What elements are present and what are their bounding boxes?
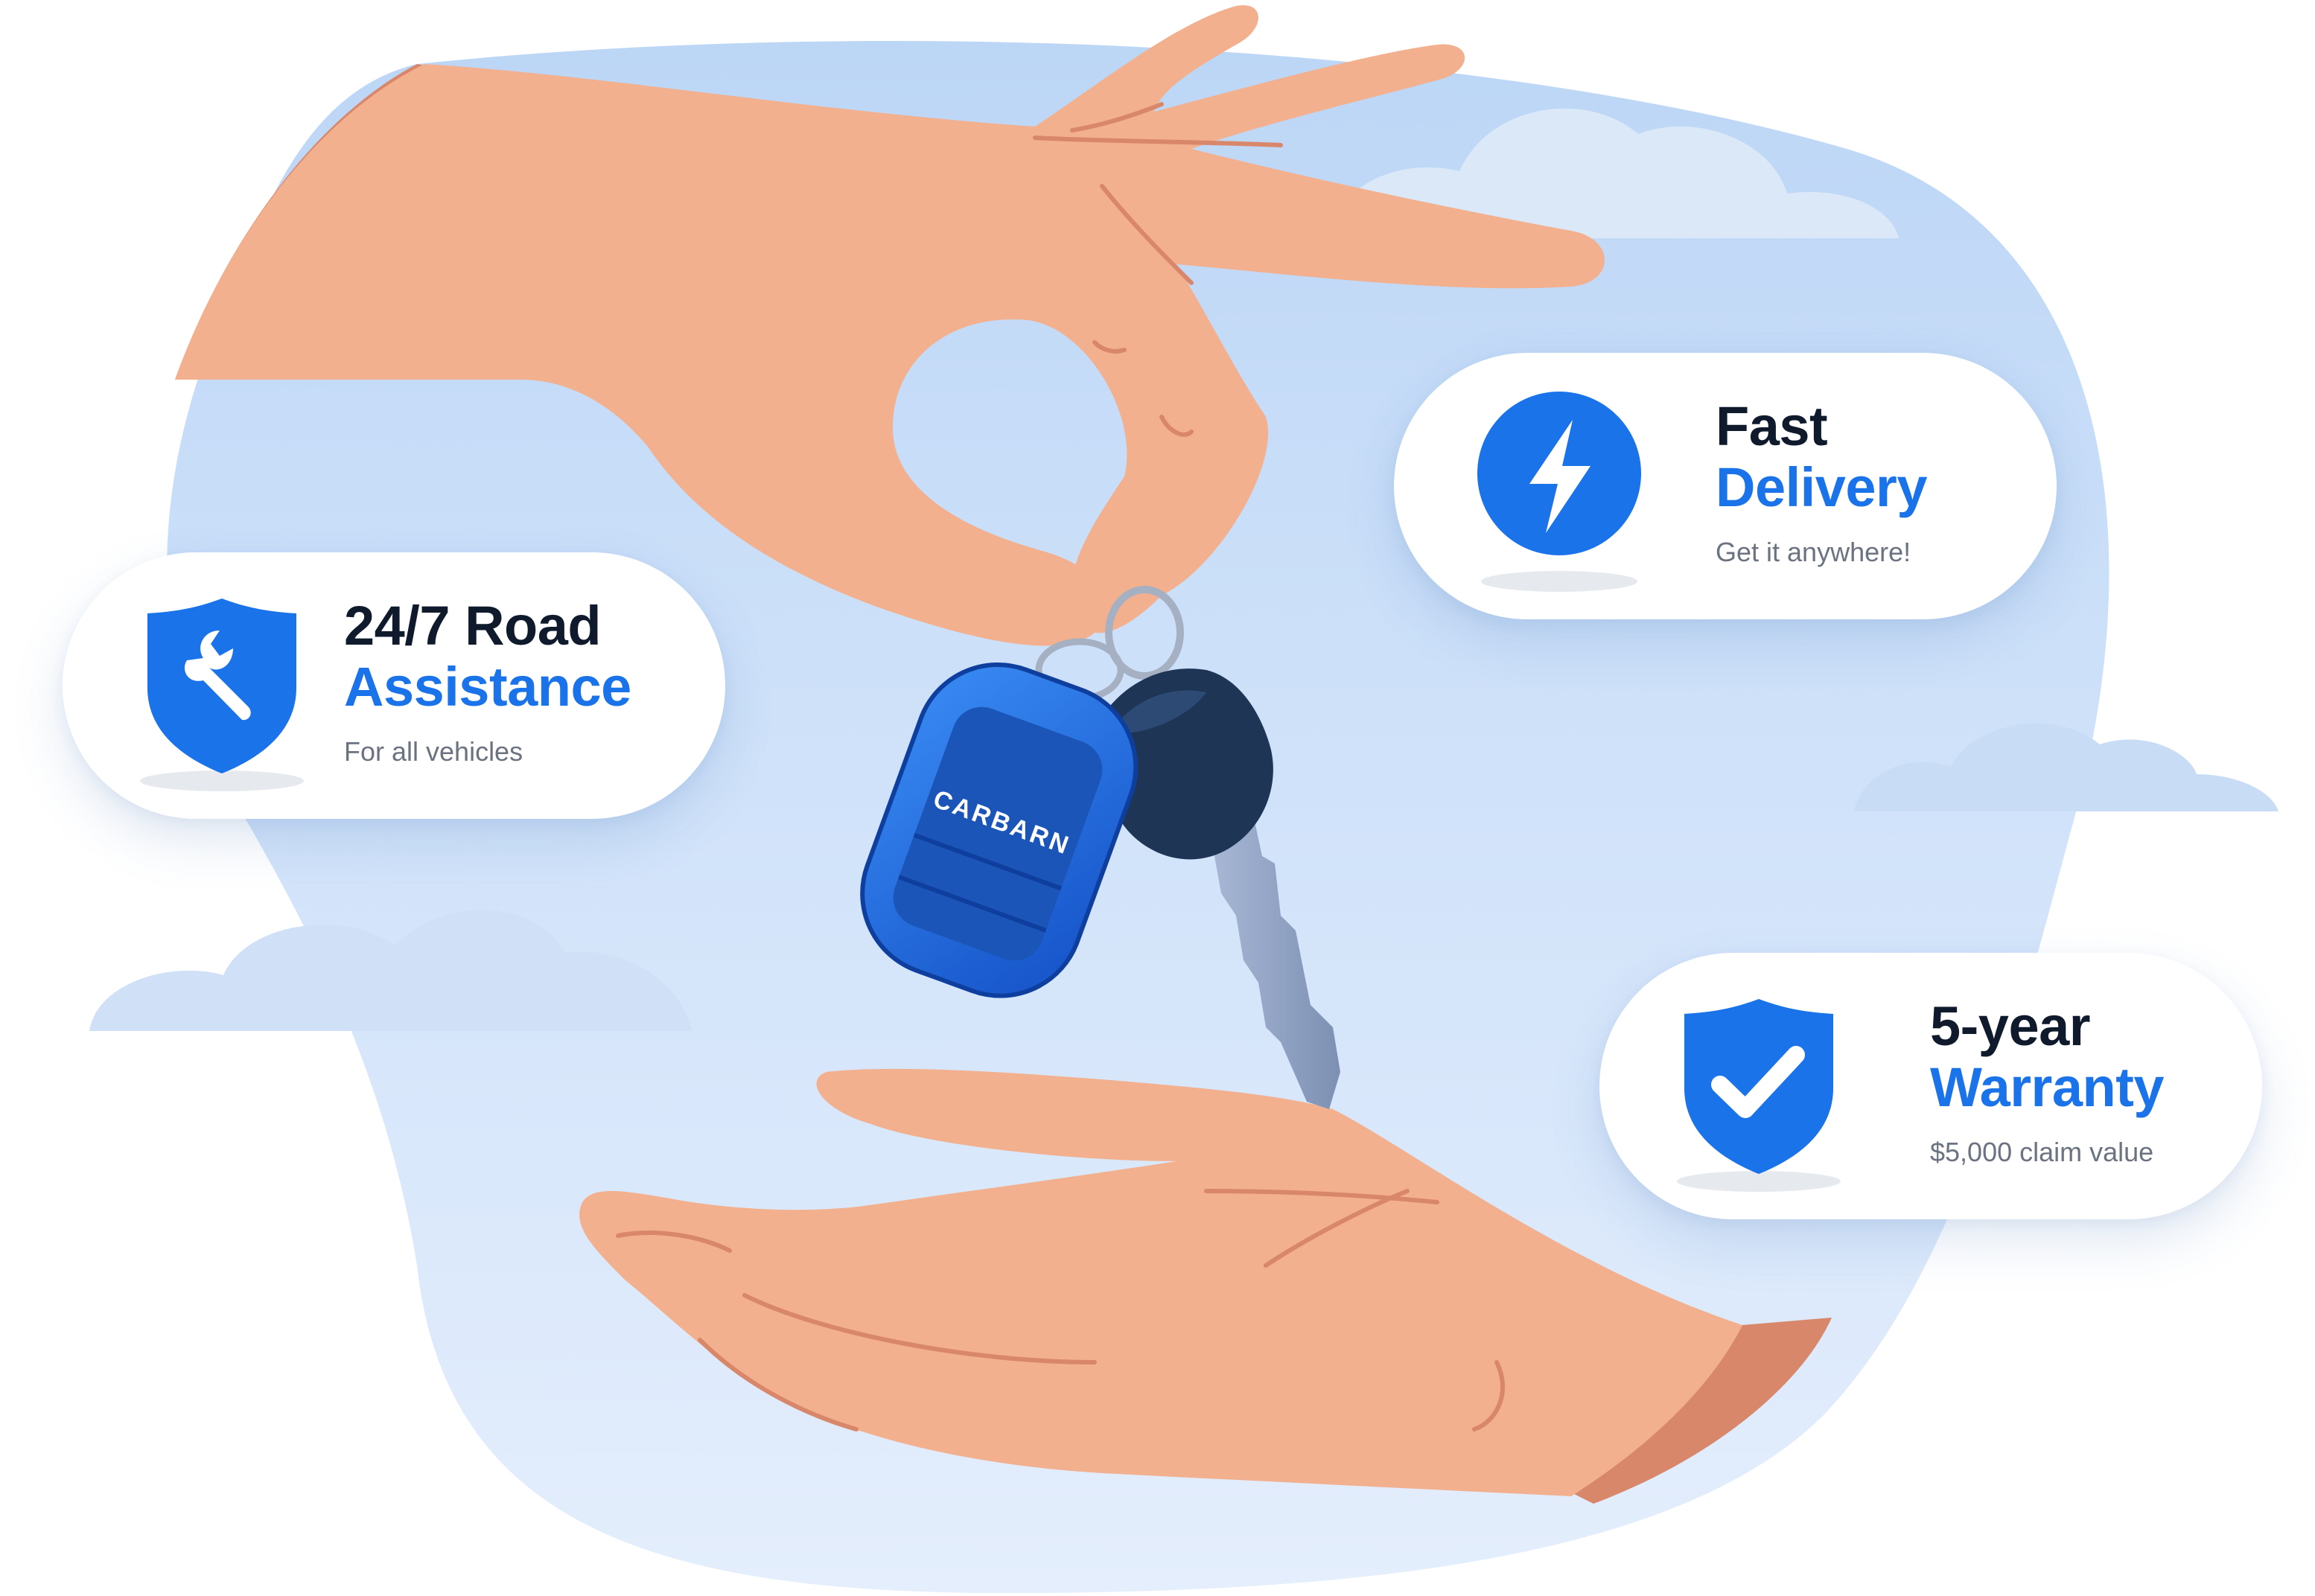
feature-title-line1: 5-year <box>1930 995 2091 1057</box>
giving-hand <box>175 4 1605 646</box>
cloud-right <box>1854 723 2279 811</box>
cloud-group <box>89 108 2279 1031</box>
receiving-hand <box>579 1068 1832 1504</box>
key-head-highlight <box>1109 690 1206 734</box>
cloud-left <box>89 910 692 1031</box>
receiving-hand-shadow <box>1564 1318 1832 1504</box>
feature-subtitle: Get it anywhere! <box>1716 537 1911 567</box>
lightning-bolt-icon <box>1477 392 1641 592</box>
fob-face <box>893 706 1103 961</box>
wrench-shield-icon <box>140 598 304 791</box>
key-ring <box>1105 586 1184 680</box>
car-key <box>1092 668 1340 1109</box>
checkmark-shield-icon <box>1677 999 1841 1192</box>
receiving-hand-skin <box>579 1068 1743 1496</box>
giving-hand-skin <box>175 4 1605 646</box>
feature-title-line2: Warranty <box>1930 1056 2165 1118</box>
feature-card-fast-delivery: Fast Delivery Get it anywhere! <box>1394 353 2057 619</box>
key-blade <box>1206 804 1340 1109</box>
cloud-top-right <box>1333 108 1899 238</box>
feature-title-line2: Delivery <box>1716 456 1927 518</box>
feature-subtitle: $5,000 claim value <box>1930 1137 2154 1167</box>
feature-card-warranty: 5-year Warranty $5,000 claim value <box>1599 953 2262 1219</box>
feature-title-line2: Assistance <box>344 656 631 718</box>
feature-card-road-assistance: 24/7 Road Assistance For all vehicles <box>63 552 725 819</box>
feature-title-line1: Fast <box>1716 395 1828 457</box>
key-fob: CARBARN <box>860 662 1139 998</box>
feature-subtitle: For all vehicles <box>344 736 523 767</box>
feature-title-line1: 24/7 Road <box>344 595 602 657</box>
